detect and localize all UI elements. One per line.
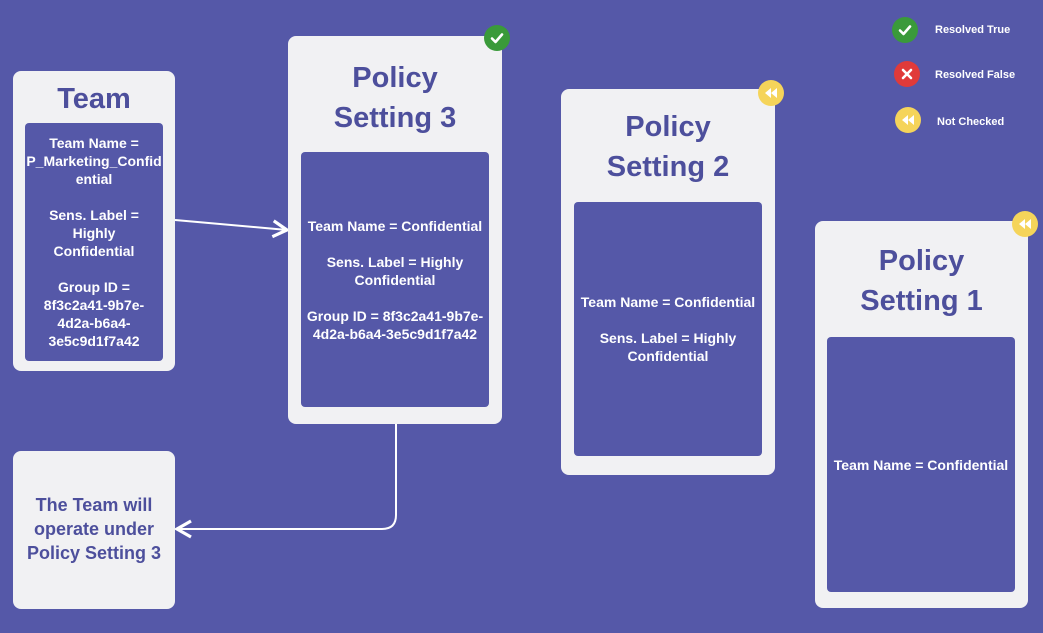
- legend-not-checked-label: Not Checked: [937, 116, 1005, 128]
- outcome-text: The Team will operate under Policy Setti…: [26, 495, 162, 563]
- policy3-to-outcome-arrow: [173, 424, 397, 539]
- rewind-circle-icon: [1012, 211, 1038, 237]
- policy2-label-line: Sens. Label = Highly Confidential: [599, 330, 737, 364]
- policy-setting-1-title: Policy Setting 1: [860, 245, 983, 317]
- team-card: Team Team Name = P_Marketing_Confid enti…: [13, 71, 175, 371]
- check-circle-icon: [484, 25, 510, 51]
- rewind-circle-icon: [758, 80, 784, 106]
- policy-setting-2-title: Policy Setting 2: [606, 111, 730, 183]
- policy2-name-line: Team Name = Confidential: [580, 294, 756, 310]
- policy1-name-line: Team Name = Confidential: [833, 456, 1009, 473]
- policy-setting-3-card: Policy Setting 3 Team Name = Confidentia…: [288, 36, 502, 424]
- policy3-group-line: Group ID = 8f3c2a41-9b7e- 4d2a-b6a4-3e5c…: [306, 307, 484, 342]
- policy-setting-1-card: Policy Setting 1 Team Name = Confidentia…: [815, 221, 1028, 608]
- legend-resolved-true-label: Resolved True: [935, 24, 1011, 36]
- team-to-policy3-arrow: [174, 219, 291, 239]
- team-label-line: Sens. Label = Highly Confidential: [49, 207, 139, 259]
- check-circle-icon: [892, 17, 918, 43]
- legend-resolved-false-label: Resolved False: [935, 69, 1016, 81]
- team-title: Team: [57, 83, 131, 115]
- outcome-card: The Team will operate under Policy Setti…: [13, 451, 175, 609]
- policy3-name-line: Team Name = Confidential: [307, 217, 483, 234]
- policy-setting-2-details: Team Name = Confidential Sens. Label = H…: [574, 202, 762, 456]
- policy-setting-3-details: Team Name = Confidential Sens. Label = H…: [301, 152, 489, 407]
- rewind-circle-icon: [895, 107, 921, 133]
- policy3-label-line: Sens. Label = Highly Confidential: [326, 253, 464, 288]
- policy-setting-3-title: Policy Setting 3: [333, 62, 457, 134]
- policy-setting-1-details: Team Name = Confidential: [827, 337, 1015, 592]
- team-name-line: Team Name = P_Marketing_Confid ential: [26, 135, 162, 187]
- team-group-line: Group ID = 8f3c2a41-9b7e- 4d2a-b6a4- 3e5…: [43, 279, 145, 349]
- team-details: Team Name = P_Marketing_Confid ential Se…: [25, 123, 163, 361]
- policy-setting-2-card: Policy Setting 2 Team Name = Confidentia…: [561, 89, 775, 475]
- x-circle-icon: [894, 61, 920, 87]
